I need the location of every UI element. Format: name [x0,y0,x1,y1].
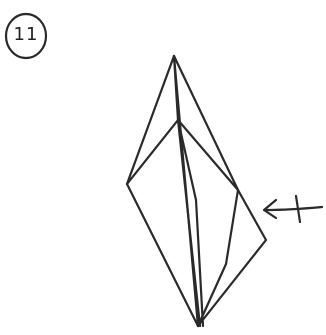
folded-kite-shape [125,54,268,328]
outer-right-edge [172,54,268,328]
inner-crease-a [176,118,202,328]
step-circle-icon [4,12,48,60]
outer-left-edge [125,54,200,328]
inner-flap-right [196,188,240,328]
apex-crease [172,54,180,122]
step-number: 11 [13,23,39,45]
left-arrow-icon [262,194,324,224]
inner-crease-b [176,118,205,328]
